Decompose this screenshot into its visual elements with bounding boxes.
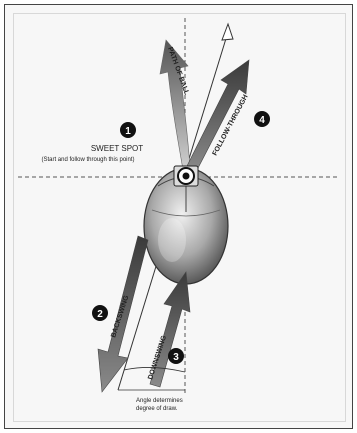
- svg-text:4: 4: [259, 115, 265, 126]
- marker-1: 1: [120, 122, 136, 138]
- svg-text:2: 2: [97, 309, 103, 320]
- angle-note-line-2: degree of draw.: [136, 406, 178, 412]
- sweet-spot-label: SWEET SPOT: [91, 144, 143, 153]
- marker-2: 2: [92, 305, 108, 321]
- svg-text:1: 1: [125, 126, 131, 137]
- svg-text:3: 3: [173, 352, 179, 363]
- angle-note-line-1: Angle determines: [136, 398, 183, 404]
- sweet-spot-note: (Start and follow through this point): [41, 157, 134, 163]
- target-line-arrowhead: [222, 24, 233, 40]
- marker-3: 3: [168, 348, 184, 364]
- sweet-spot-target-icon: [174, 166, 198, 186]
- marker-4: 4: [254, 111, 270, 127]
